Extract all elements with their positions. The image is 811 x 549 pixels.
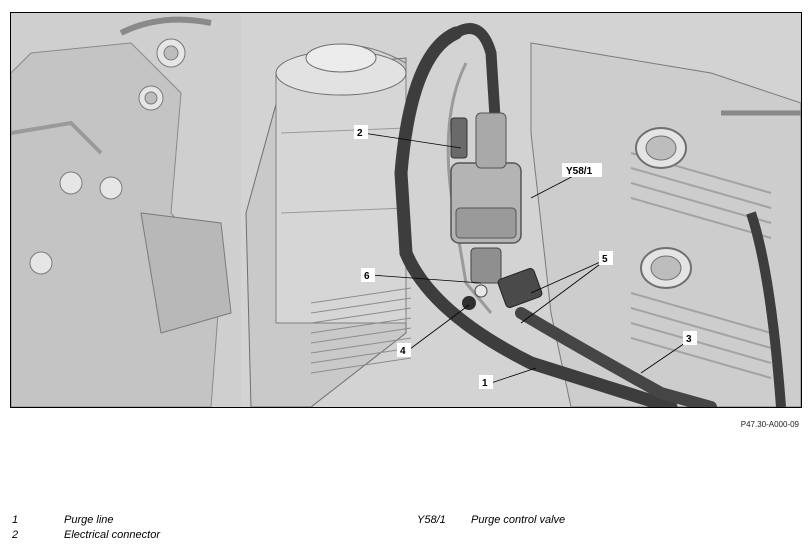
callout-6: 6 xyxy=(364,271,370,282)
callout-5: 5 xyxy=(602,254,608,265)
legend-number: Y58/1 xyxy=(417,514,446,526)
legend-item: 1 Purge line xyxy=(12,513,312,527)
callout-3: 3 xyxy=(686,334,692,345)
engine-illustration: 2 Y58/1 6 5 4 3 1 xyxy=(10,12,802,408)
callout-y58-1: Y58/1 xyxy=(566,166,593,177)
figure-code: P47.30-A000-09 xyxy=(740,420,799,429)
legend-item: Y58/1 Purge control valve xyxy=(417,513,717,527)
callout-1: 1 xyxy=(482,378,488,389)
legend-number: 2 xyxy=(12,529,19,541)
legend-description: Purge line xyxy=(64,514,114,526)
legend-description: Electrical connector xyxy=(64,529,160,541)
legend-description: Purge control valve xyxy=(471,514,566,526)
callout-4: 4 xyxy=(400,346,406,357)
legend-item: 2 Electrical connector xyxy=(12,528,312,542)
callout-2: 2 xyxy=(357,128,363,139)
legend-number: 1 xyxy=(12,514,19,526)
